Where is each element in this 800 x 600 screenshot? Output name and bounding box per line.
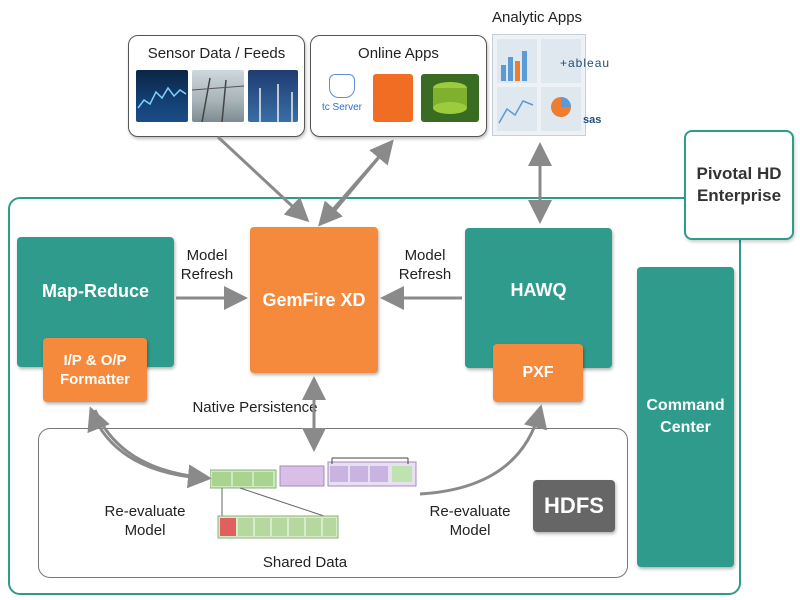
database-icon (421, 74, 479, 122)
wind-turbines-image (248, 70, 298, 122)
pxf-node: PXF (493, 344, 583, 402)
native-persistence-label: Native Persistence (192, 399, 318, 416)
power-lines-image (191, 70, 245, 123)
tc-server-cat-icon (329, 74, 355, 98)
command-center-node: Command Center (637, 267, 734, 567)
tc-server-logo: tc Server (317, 74, 367, 122)
model-refresh-left-label: Model Refresh (172, 246, 242, 284)
model-refresh-right-label: Model Refresh (390, 246, 460, 284)
model-refresh-right-line2: Refresh (398, 266, 452, 283)
pxf-label: PXF (522, 364, 554, 381)
hawq-label: HAWQ (510, 280, 567, 300)
sensor-chart-image (136, 70, 188, 122)
model-refresh-right-line1: Model (404, 247, 446, 264)
shared-data-graphic (209, 452, 420, 547)
io-formatter-node: I/P & O/P Formatter (43, 338, 147, 402)
sas-logo-text: sas (583, 114, 602, 126)
gemfire-xd-label: GemFire XD (262, 289, 366, 310)
reevaluate-right-line2: Model (449, 522, 491, 539)
online-apps-box: Online Apps tc Server (310, 35, 487, 137)
model-refresh-left-line2: Refresh (180, 266, 234, 283)
command-center-label-2: Center (660, 419, 711, 436)
pivotal-hd-subtitle: Enterprise (696, 186, 782, 205)
gemfire-xd-node: GemFire XD (250, 227, 378, 373)
hdfs-node: HDFS (533, 480, 615, 532)
io-formatter-label-2: Formatter (59, 371, 130, 388)
shared-data-label: Shared Data (262, 554, 348, 571)
sensor-data-box: Sensor Data / Feeds (128, 35, 305, 137)
reevaluate-left-line1: Re-evaluate (104, 503, 186, 520)
pivotal-hd-label-box: Pivotal HD Enterprise (684, 130, 794, 240)
sensor-data-title: Sensor Data / Feeds (147, 45, 286, 62)
analytic-apps-title: Analytic Apps (492, 9, 583, 26)
analytic-apps-screenshot (492, 34, 586, 136)
model-refresh-left-line1: Model (186, 247, 228, 264)
reevaluate-right-label: Re-evaluate Model (425, 502, 515, 540)
io-formatter-label-1: I/P & O/P (63, 352, 127, 369)
online-apps-title: Online Apps (358, 45, 439, 62)
rabbitmq-icon (373, 74, 413, 122)
command-center-label-1: Command (646, 397, 725, 414)
reevaluate-left-line2: Model (124, 522, 166, 539)
pivotal-hd-title: Pivotal HD (696, 164, 782, 183)
tableau-logo-text: +ableau (560, 56, 611, 70)
hdfs-label: HDFS (544, 493, 604, 518)
reevaluate-left-label: Re-evaluate Model (100, 502, 190, 540)
reevaluate-right-line1: Re-evaluate (429, 503, 511, 520)
map-reduce-label: Map-Reduce (41, 281, 149, 301)
tc-server-text: tc Server (321, 102, 362, 113)
